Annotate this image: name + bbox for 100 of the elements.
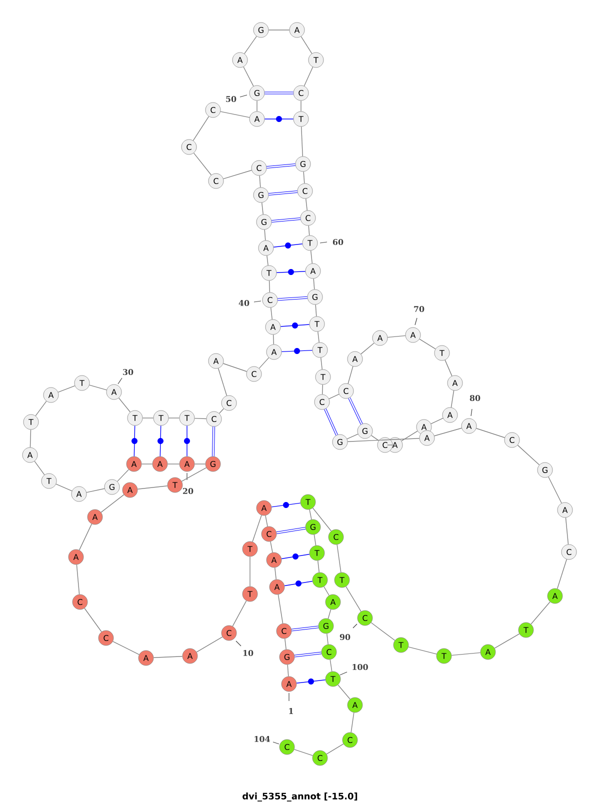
backbone-line [300, 100, 302, 112]
backbone-line [220, 111, 250, 118]
backbone-line [274, 567, 276, 580]
backbone-line [309, 509, 312, 520]
backbone-line [303, 171, 305, 184]
backbone-line [256, 100, 258, 112]
backbone-line [193, 152, 212, 176]
base-pair-line [271, 502, 301, 508]
backbone-line [315, 304, 317, 317]
base-pair-line [212, 426, 216, 456]
backbone-line [270, 541, 273, 553]
backbone-line [320, 357, 322, 370]
base-pair-line [281, 348, 313, 354]
backbone-line [347, 438, 420, 442]
backbone-line [30, 429, 32, 448]
backbone-line [408, 646, 437, 654]
backbone-line [264, 229, 266, 241]
backbone-line [116, 469, 130, 482]
base-pair-line [324, 408, 338, 436]
backbone-line [430, 418, 444, 424]
backbone-line [153, 656, 183, 658]
base-pair-line [132, 425, 138, 457]
backbone-line [76, 564, 80, 595]
backbone-line [314, 534, 316, 546]
backbone-line [401, 430, 418, 442]
backbone-line [196, 636, 223, 652]
backbone-line [476, 428, 506, 438]
backbone-line [86, 488, 105, 493]
backbone-line [556, 559, 568, 590]
backbone-line [34, 460, 45, 476]
backbone-line [494, 634, 520, 648]
base-pair-line [278, 296, 308, 301]
backbone-line [322, 384, 324, 395]
backbone-line [338, 684, 350, 700]
backbone-line [56, 484, 72, 492]
backbone-line [181, 467, 207, 482]
backbone-line [306, 198, 308, 211]
backbone-line [310, 250, 313, 264]
backbone-line [565, 517, 569, 545]
base-pair-line [264, 92, 294, 94]
base-pair-line [266, 164, 296, 168]
backbone-line [350, 712, 354, 733]
backbone-line [300, 126, 303, 157]
base-pair-line [272, 218, 300, 222]
backbone-line [262, 202, 264, 215]
base-pair-line [348, 397, 363, 425]
backbone-line [313, 278, 315, 290]
backbone-line [243, 66, 254, 87]
backbone-line [35, 400, 47, 416]
backbone-line [387, 335, 406, 338]
base-pair-line [280, 322, 310, 328]
backbone-line [232, 600, 247, 627]
backbone-line [530, 602, 550, 624]
base-pair-line [276, 269, 306, 275]
base-pair-line [184, 425, 190, 457]
backbone-line [278, 594, 284, 624]
backbone-line [346, 434, 358, 440]
backbone-line [360, 342, 374, 354]
backbone-line [100, 494, 124, 513]
backbone-line [330, 659, 332, 672]
caption: dvi_5355_annot [-15.0] [242, 792, 358, 802]
backbone-line [336, 544, 342, 573]
backbone-line [304, 66, 314, 86]
backbone-line [326, 744, 344, 754]
backbone-line [58, 385, 76, 393]
base-pair-line [268, 190, 298, 196]
backbone-line [370, 435, 380, 441]
backbone-line [218, 368, 228, 396]
backbone-line [370, 622, 396, 641]
backbone-line [548, 476, 562, 504]
base-pair-line [264, 116, 294, 122]
backbone-line [308, 225, 310, 236]
base-pair-line [281, 554, 310, 560]
base-pair-line [296, 678, 326, 684]
base-pair-line [273, 242, 303, 248]
backbone-line [300, 36, 312, 54]
backbone-line [450, 390, 454, 408]
backbone-line [259, 175, 261, 188]
backbone-line [244, 36, 257, 54]
base-pair-line [294, 652, 322, 658]
backbone-line [312, 508, 332, 532]
backbone-line [318, 331, 320, 343]
base-pair-line [292, 626, 318, 632]
backbone-line [223, 170, 252, 180]
backbone-line [112, 641, 140, 655]
backbone-line [268, 280, 270, 293]
backbone-line [194, 418, 207, 420]
base-pair-line [276, 527, 306, 534]
backbone-line [324, 586, 330, 596]
backbone-line [328, 394, 340, 400]
base-pair-line [284, 580, 313, 586]
backbone-line [137, 486, 168, 490]
backbone-line [78, 524, 92, 550]
backbone-line [218, 408, 224, 414]
backbone-line [517, 444, 540, 466]
backbone-line [386, 444, 394, 446]
backbone-line [434, 428, 462, 436]
backbone-line [266, 255, 268, 266]
backbone-line [419, 338, 436, 350]
backbone-line [265, 515, 268, 527]
